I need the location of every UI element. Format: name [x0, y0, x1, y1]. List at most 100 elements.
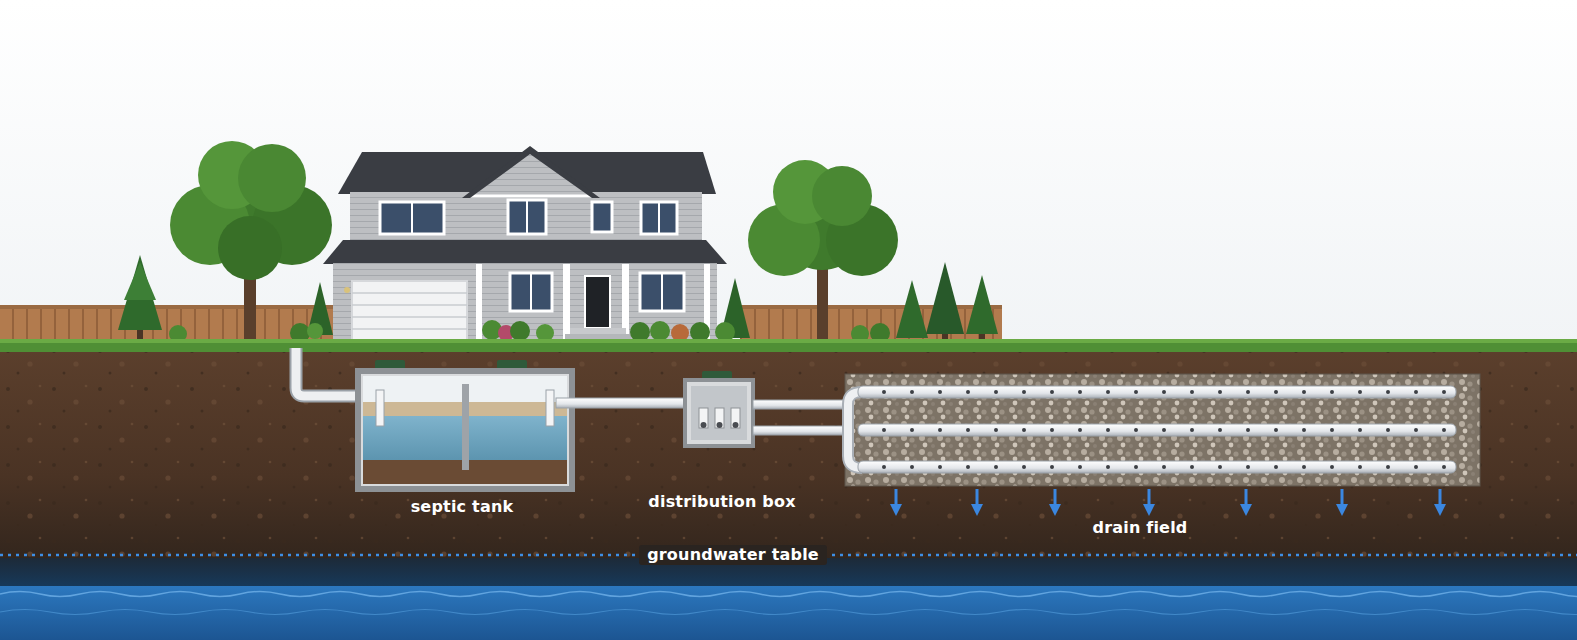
conifer-trees-part — [966, 275, 998, 342]
drain-field-symbol-part-part — [884, 428, 1445, 432]
septic-tank-part — [546, 390, 554, 426]
distribution-box-symbol-part — [701, 422, 739, 428]
conifer-trees-part-part — [926, 262, 964, 334]
fence-part — [0, 307, 335, 343]
lawn-part — [0, 339, 1577, 343]
house-part-part — [352, 316, 467, 318]
house-part-part — [476, 264, 482, 340]
house-part-part — [661, 273, 663, 311]
shrubs-part — [650, 321, 670, 341]
distribution-box-symbol-part-part — [701, 422, 707, 428]
soil-part — [0, 352, 1577, 558]
house-part-part — [510, 273, 552, 311]
fence-part — [0, 305, 335, 309]
house-part-part — [508, 200, 546, 234]
distribution-box-symbol-part-part — [717, 422, 723, 428]
conifer-trees-part — [896, 280, 928, 338]
conifer-trees-part — [926, 262, 964, 342]
conifer-trees-part-part — [118, 255, 162, 330]
distribution-box-symbol-part-part — [715, 408, 724, 428]
drain-field-symbol-part-part — [1148, 489, 1151, 510]
septic-tank-part — [376, 390, 384, 426]
shrubs-part — [510, 321, 530, 341]
distribution-box-symbol-part — [699, 408, 740, 428]
house-part — [462, 146, 600, 198]
house-part — [350, 192, 702, 248]
house — [323, 146, 727, 341]
house-part-part — [640, 273, 684, 311]
conifer-trees-part-part — [124, 262, 156, 300]
house-part — [570, 328, 626, 334]
house-part — [344, 287, 350, 293]
house-part-part — [411, 202, 413, 234]
drain-field-symbol-part — [858, 461, 1456, 473]
groundwater-part — [0, 610, 1577, 615]
distribution-box-symbol-part-part — [699, 408, 708, 428]
house-part — [323, 240, 727, 264]
house-part-part — [380, 202, 444, 234]
house-part-part — [641, 202, 677, 234]
house-part — [412, 200, 659, 234]
deciduous-trees-part-part — [812, 166, 872, 226]
house-part-part — [352, 304, 467, 306]
soil-part — [0, 352, 1577, 558]
house-part — [352, 293, 467, 329]
drain-field-symbol-part-part — [1439, 489, 1442, 510]
lawn — [0, 339, 1577, 353]
drain-field-symbol-part-part — [1054, 489, 1057, 510]
house-part-part — [352, 328, 467, 330]
distribution-box-symbol-part — [685, 380, 753, 446]
drain-field-symbol-part-part — [884, 465, 1445, 469]
sky-part — [0, 0, 1577, 345]
drain-field-symbol-part-part — [1341, 489, 1344, 510]
house-part — [352, 281, 467, 341]
drain-field-symbol-part — [858, 386, 1456, 398]
conifer-trees-part-part — [896, 280, 928, 338]
outlet-pipe — [556, 398, 688, 408]
drain-field-symbol-part-part — [1245, 489, 1248, 510]
drain-field-symbol-part — [753, 426, 848, 435]
groundwater-part — [0, 592, 1577, 597]
deciduous-trees — [170, 141, 898, 342]
drain-field-symbol-part — [753, 400, 848, 409]
house-part-part — [530, 273, 532, 311]
distribution-box-symbol — [685, 371, 753, 446]
conifer-trees-part — [118, 255, 162, 341]
deciduous-trees-part-part — [218, 216, 282, 280]
house-part-part — [352, 292, 467, 294]
drain-field-symbol-part-part — [976, 489, 979, 510]
drain-field-symbol — [753, 374, 1480, 510]
drain-field-symbol-part-part — [895, 489, 898, 510]
drain-field-symbol-part-part — [884, 390, 1445, 394]
drain-field-symbol-part — [896, 489, 1440, 510]
fence-part — [740, 305, 1002, 309]
drain-field-symbol-part — [858, 424, 1456, 436]
sky — [0, 0, 1577, 345]
drain-field-symbol-part — [845, 374, 1480, 486]
house-part-part — [592, 202, 612, 232]
deciduous-trees-part — [170, 141, 332, 342]
outlet-pipe-part — [556, 398, 688, 408]
deciduous-trees-part-part — [238, 144, 306, 212]
drain-field-symbol-part — [845, 374, 1480, 486]
part-label: distribution box — [648, 492, 795, 512]
water-table-label: groundwater table — [639, 545, 827, 565]
distribution-box-symbol-part-part — [733, 422, 739, 428]
part-label: drain field — [1092, 518, 1187, 538]
septic-tank-part — [363, 376, 567, 484]
soil — [0, 352, 1577, 558]
distribution-box-symbol-part — [691, 386, 747, 440]
house-part — [380, 200, 677, 234]
septic-tank-part — [358, 371, 572, 489]
deciduous-trees-part — [748, 160, 898, 342]
distribution-box-symbol-part-part — [731, 408, 740, 428]
septic-tank-part — [462, 384, 469, 470]
house-part-part — [563, 264, 570, 340]
house-part-part — [526, 200, 528, 234]
drain-field-symbol-part — [884, 392, 1445, 467]
deciduous-trees-part-part — [817, 265, 828, 342]
house-part — [585, 276, 610, 328]
